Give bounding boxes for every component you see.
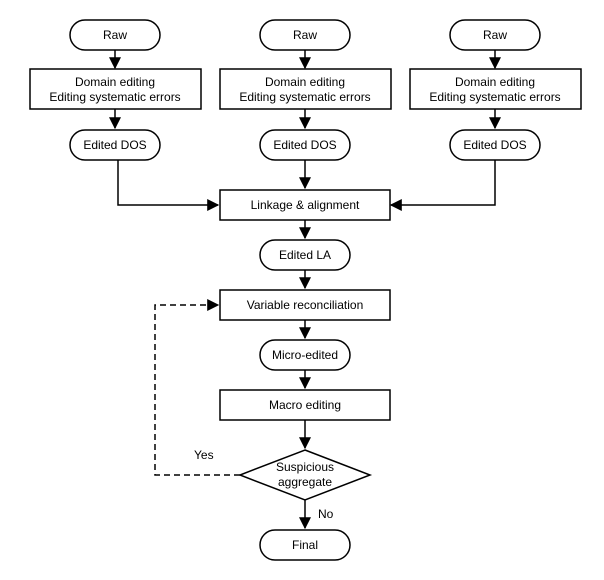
- domain-editing-box-3: [409, 68, 582, 110]
- arrow-dos1-to-linkage: [117, 160, 220, 211]
- edited-dos-label-3: Edited DOS: [463, 138, 526, 152]
- raw-label-2: Raw: [293, 28, 317, 42]
- edited-dos-label-1: Edited DOS: [83, 138, 146, 152]
- variable-reconciliation-label: Variable reconciliation: [247, 298, 364, 312]
- domain-editing-line1-1: Domain editing: [75, 75, 155, 89]
- final-terminator: [259, 529, 351, 561]
- micro-edited-label: Micro-edited: [272, 348, 338, 362]
- yes-feedback-arrow: [154, 299, 240, 476]
- arrow-dos3-to-linkage: [389, 160, 496, 211]
- macro-editing-label: Macro editing: [269, 398, 341, 412]
- final-label: Final: [292, 538, 318, 552]
- edited-dos-terminator-1: [69, 129, 161, 161]
- domain-editing-line1-3: Domain editing: [455, 75, 535, 89]
- decision-label-line2: aggregate: [278, 475, 332, 489]
- decision-label-line1: Suspicious: [276, 460, 334, 474]
- raw-label-3: Raw: [483, 28, 507, 42]
- branch-1: Raw Domain editing Editing systematic er…: [29, 19, 220, 211]
- linkage-alignment-box: [219, 189, 391, 221]
- domain-editing-line2-1: Editing systematic errors: [49, 90, 180, 104]
- domain-editing-line2-2: Editing systematic errors: [239, 90, 370, 104]
- domain-editing-box-2: [219, 68, 392, 110]
- raw-label-1: Raw: [103, 28, 127, 42]
- domain-editing-line1-2: Domain editing: [265, 75, 345, 89]
- edited-la-label: Edited LA: [279, 248, 331, 262]
- edited-dos-label-2: Edited DOS: [273, 138, 336, 152]
- domain-editing-line2-3: Editing systematic errors: [429, 90, 560, 104]
- no-label: No: [318, 507, 334, 521]
- yes-label: Yes: [194, 448, 214, 462]
- linkage-alignment-label: Linkage & alignment: [251, 198, 360, 212]
- branch-3: Raw Domain editing Editing systematic er…: [389, 19, 582, 211]
- domain-editing-box-1: [29, 68, 202, 110]
- macro-editing-box: [219, 389, 391, 421]
- branch-2: Raw Domain editing Editing systematic er…: [219, 19, 392, 190]
- variable-reconciliation-box: [219, 289, 391, 321]
